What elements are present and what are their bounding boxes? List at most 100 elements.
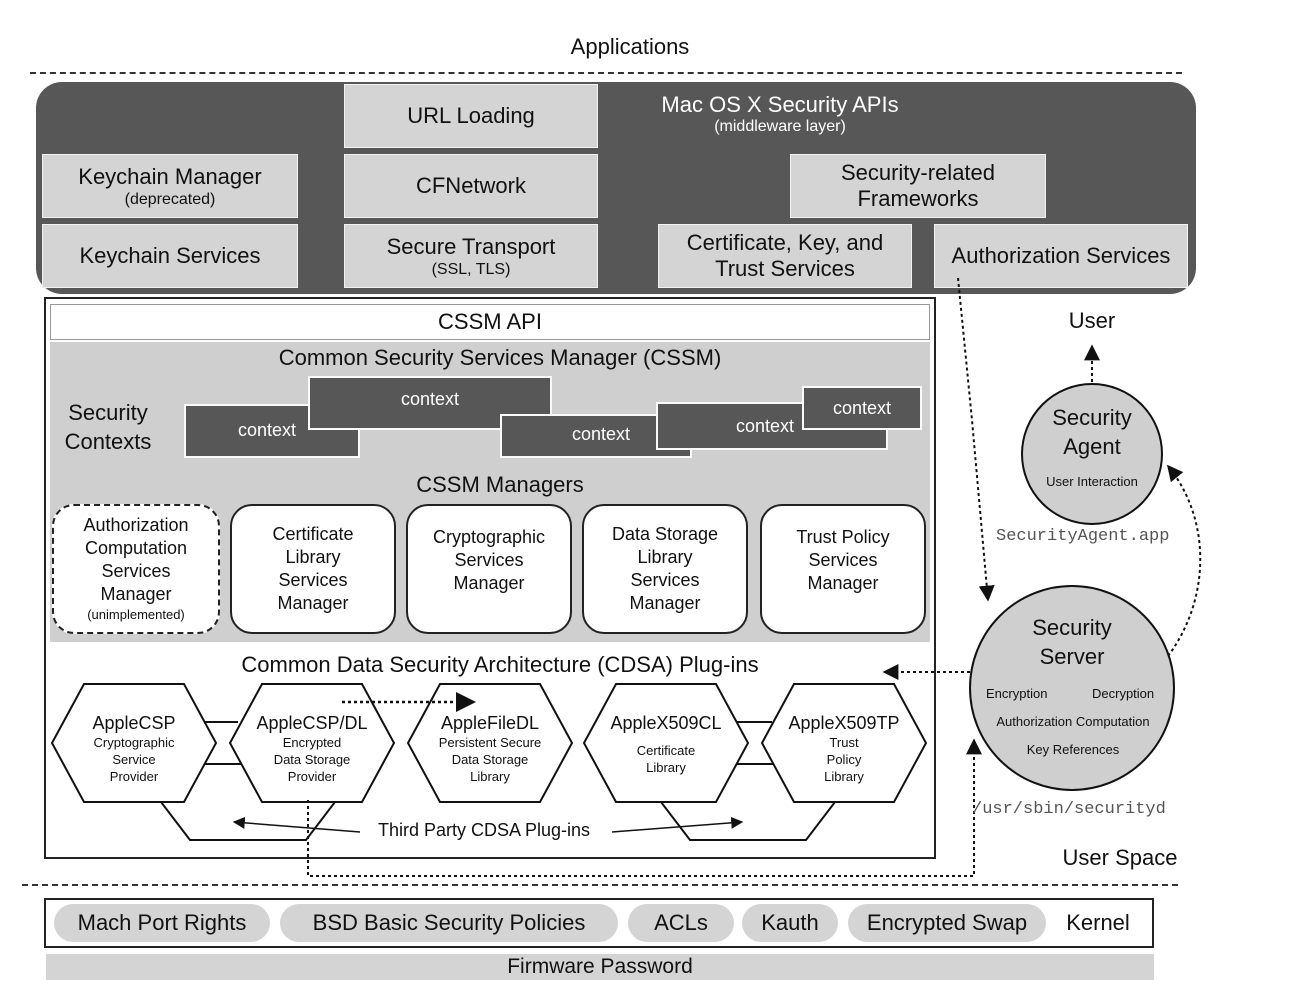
encrypted-swap-pill: Encrypted Swap (848, 904, 1046, 942)
cert-line2: Trust Services (715, 256, 855, 281)
kernel-label-text: Kernel (1066, 910, 1130, 935)
cssm-managers-title: CSSM Managers (416, 472, 584, 497)
plugin-name: AppleCSP/DL (256, 713, 368, 733)
context-label: context (736, 416, 795, 436)
kernel-item-label: Kauth (761, 910, 819, 935)
manager-line: Computation (84, 538, 188, 558)
secure-transport-label: Secure Transport (386, 233, 556, 259)
context-box: context (184, 404, 360, 458)
security-server-label: Security Server (1002, 613, 1142, 671)
csp-dl-to-server-arrow (307, 738, 982, 877)
manager-line: Trust Policy (796, 527, 890, 547)
server-line2: Server (1039, 644, 1105, 669)
plugin-desc: Library (646, 760, 686, 775)
manager-line: Services (454, 550, 524, 570)
keychain-services-label: Keychain Services (79, 243, 261, 268)
url-loading-label: URL Loading (407, 103, 535, 128)
cdsa-title: Common Data Security Architecture (CDSA)… (241, 652, 759, 677)
agent-line1: Security (1052, 405, 1132, 430)
applex509cl-hex (582, 683, 750, 803)
firmware-password-bar: Firmware Password (46, 954, 1154, 980)
plugin-desc: Provider (287, 769, 337, 784)
secure-transport-box: Secure Transport (SSL, TLS) (344, 224, 598, 288)
manager-line: Manager (453, 573, 525, 593)
keychain-manager-sub: (deprecated) (124, 190, 216, 208)
security-agent-label: Security Agent (1022, 403, 1162, 461)
manager-line: Library (637, 547, 693, 567)
securityd-path-label: /usr/sbin/securityd (972, 800, 1166, 819)
manager-line: Authorization (83, 515, 189, 535)
plugin-desc: Encrypted (282, 735, 342, 750)
cert-line1: Certificate, Key, and (686, 230, 884, 255)
plugin-desc: Data Storage (451, 752, 529, 767)
manager-line: Manager (100, 584, 172, 604)
api-layer-title: Mac OS X Security APIs (middleware layer… (630, 92, 930, 136)
certificate-key-trust-box: Certificate, Key, and Trust Services (658, 224, 912, 288)
applecsp-label: AppleCSP Cryptographic Service Provider (52, 712, 216, 785)
third-party-arrow-left (232, 816, 361, 833)
context-label: context (238, 420, 297, 440)
server-line1: Security (1032, 615, 1112, 640)
applefiledl-hex (406, 683, 574, 803)
security-contexts-line2: Contexts (64, 429, 152, 454)
manager-line: Manager (629, 593, 701, 613)
applex509cl-label: AppleX509CL Certificate Library (584, 712, 748, 776)
security-agent-circle (1021, 383, 1163, 525)
user-label: User (1068, 308, 1116, 333)
plugin-desc: Library (824, 769, 864, 784)
manager-line: Manager (807, 573, 879, 593)
certificate-library-manager: Certificate Library Services Manager (230, 504, 396, 634)
user-interaction-label: User Interaction (1046, 474, 1138, 489)
applications-label: Applications (570, 34, 690, 59)
trust-policy-manager: Trust Policy Services Manager (760, 504, 926, 634)
url-loading-box: URL Loading (344, 84, 598, 148)
plugin-desc: Cryptographic (93, 735, 175, 750)
user-space-label: User Space (1062, 845, 1178, 870)
api-layer-title-text: Mac OS X Security APIs (661, 92, 899, 117)
plugin-desc: Certificate (636, 743, 696, 758)
manager-line: Services (101, 561, 171, 581)
server-to-agent-arrow (1166, 464, 1202, 657)
manager-line: Services (630, 570, 700, 590)
authorization-services-label: Authorization Services (951, 243, 1171, 268)
keychain-manager-label: Keychain Manager (78, 163, 262, 189)
frameworks-line2: Frameworks (857, 186, 979, 211)
security-server-circle (969, 585, 1175, 791)
agent-line2: Agent (1063, 434, 1121, 459)
decryption-label: Decryption (1092, 686, 1155, 701)
plugin-name: AppleX509TP (788, 713, 900, 733)
bsd-security-policies-pill: BSD Basic Security Policies (280, 904, 618, 942)
authorization-to-server-arrow (957, 277, 995, 602)
applefiledl-label: AppleFileDL Persistent Secure Data Stora… (408, 712, 572, 785)
plugin-desc: Service (112, 752, 156, 767)
manager-line: Services (278, 570, 348, 590)
plugin-desc: Data Storage (273, 752, 351, 767)
cfnetwork-box: CFNetwork (344, 154, 598, 218)
cssm-api-box: CSSM API (50, 304, 930, 340)
context-label: context (832, 397, 892, 418)
plugin-desc: Trust (829, 735, 859, 750)
plugin-desc: Library (470, 769, 510, 784)
applications-divider (30, 72, 1182, 74)
secure-transport-sub: (SSL, TLS) (431, 260, 511, 278)
plugin-desc: Policy (826, 752, 862, 767)
plugin-name: AppleCSP (92, 713, 176, 733)
manager-note: (unimplemented) (87, 607, 185, 622)
user-space-divider (22, 884, 1178, 886)
applecsp-dl-label: AppleCSP/DL Encrypted Data Storage Provi… (230, 712, 394, 785)
security-contexts-line1: Security (68, 400, 148, 425)
cfnetwork-label: CFNetwork (415, 173, 526, 198)
applecsp-dl-hex (228, 683, 396, 803)
kernel-label: Kernel (1050, 904, 1146, 942)
keychain-manager-box: Keychain Manager (deprecated) (42, 154, 298, 218)
applecsp-hex (50, 683, 218, 803)
security-contexts-label: Security Contexts (58, 398, 158, 456)
kernel-item-label: ACLs (654, 910, 708, 935)
context-label: context (572, 424, 631, 444)
kernel-item-label: Mach Port Rights (77, 910, 247, 935)
security-frameworks-box: Security-related Frameworks (790, 154, 1046, 218)
kernel-item-label: Encrypted Swap (866, 910, 1028, 935)
manager-line: Services (808, 550, 878, 570)
acls-pill: ACLs (628, 904, 734, 942)
applex509tp-label: AppleX509TP Trust Policy Library (762, 712, 926, 785)
